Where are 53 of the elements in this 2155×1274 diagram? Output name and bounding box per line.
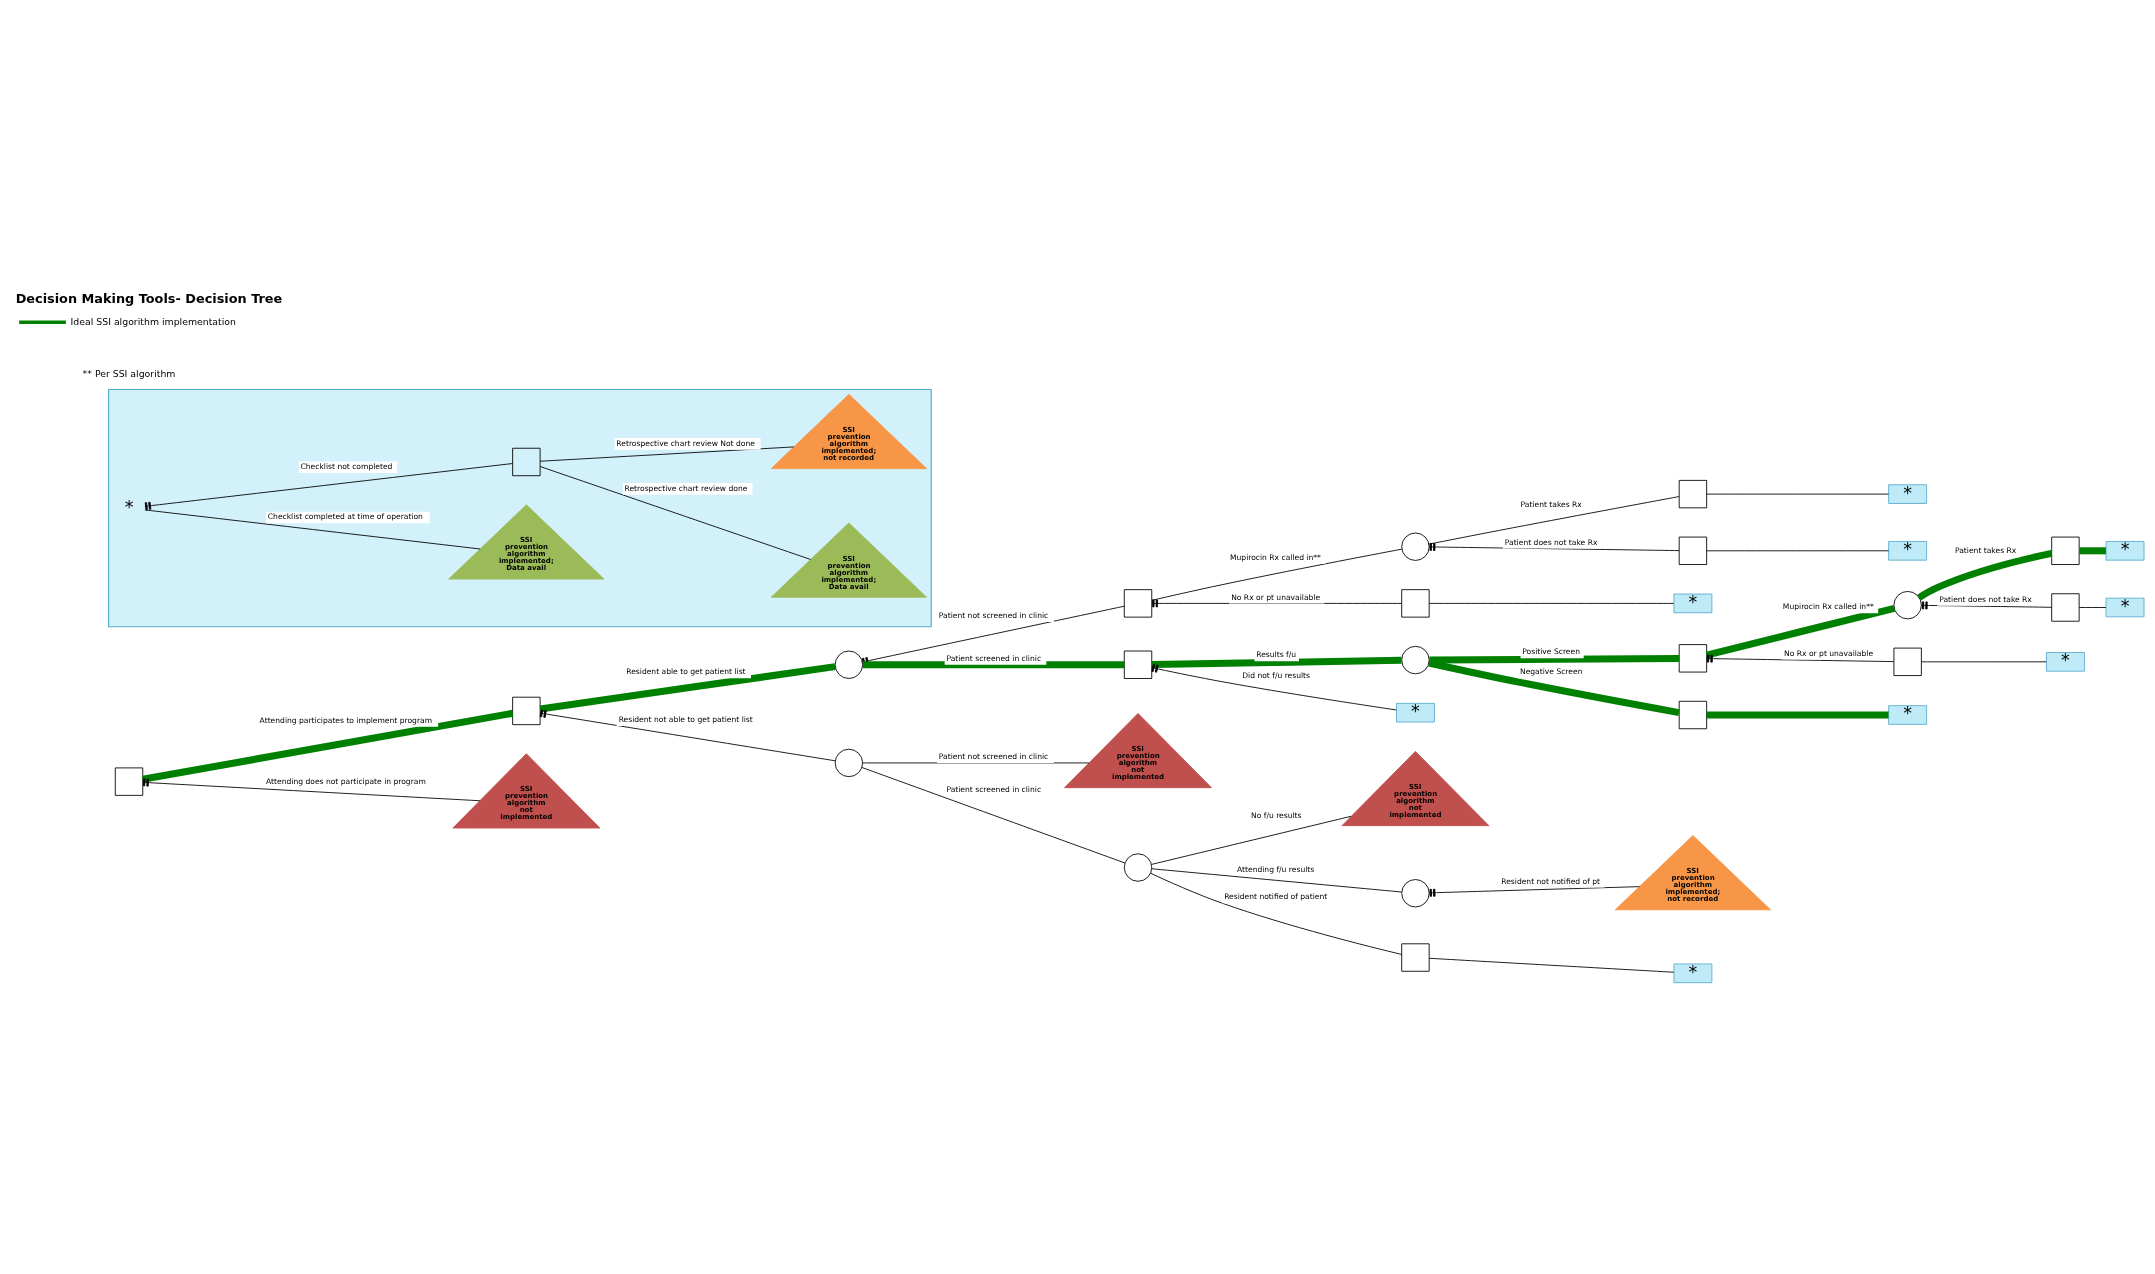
node-circle: [1893, 590, 1922, 620]
node-box: *: [1888, 541, 1928, 561]
node-circle: [1401, 645, 1430, 675]
connector: [1428, 886, 1640, 897]
node-box: *: [2105, 597, 2145, 618]
connector: [1429, 654, 1680, 664]
label: ** Per SSI algorithm: [82, 367, 176, 379]
connector: [1428, 602, 1675, 604]
connector: [539, 446, 795, 462]
connector: [1428, 957, 1675, 973]
node-box: [2051, 536, 2080, 565]
connector: [1428, 542, 1680, 552]
node-box: [1893, 647, 1922, 676]
connector: [1917, 550, 2053, 601]
connector: [1706, 711, 1889, 719]
connector: [1706, 550, 1889, 552]
node-box: [1678, 536, 1708, 565]
connector: [1428, 659, 1680, 717]
node-box: *: [1396, 702, 1435, 723]
node-box: *: [1673, 963, 1713, 984]
node-box: *: [1673, 593, 1713, 614]
diagram-title: Decision Making Tools- Decision Tree: [15, 291, 283, 307]
connector: [1151, 663, 1397, 711]
node-box: *: [2105, 541, 2145, 561]
node-box: [2051, 593, 2080, 622]
node-box: *: [1888, 705, 1928, 725]
node-circle: [834, 748, 864, 778]
cluster: [108, 388, 932, 628]
connector: [861, 767, 1126, 864]
node-text: *: [124, 496, 134, 517]
node-box: [1401, 943, 1430, 972]
connector: [862, 762, 1090, 764]
connector: [1921, 661, 2047, 663]
connector: [1150, 872, 1403, 955]
legend-label: Ideal SSI algorithm implementation: [70, 315, 237, 327]
node-box: [1401, 589, 1430, 618]
connector: [539, 709, 836, 762]
node-box: [512, 696, 541, 726]
connector: [2078, 607, 2107, 608]
connector: [142, 709, 514, 783]
node-box: [512, 447, 541, 477]
connector: [1706, 654, 1895, 663]
node-box: *: [1888, 484, 1928, 504]
node-box: *: [2046, 652, 2085, 672]
connector: [1151, 599, 1403, 608]
node-box: [1678, 700, 1708, 730]
connector: [1151, 815, 1352, 865]
node-box: [1123, 650, 1153, 679]
connector: [1706, 493, 1889, 495]
connector: [1151, 868, 1403, 893]
node-circle: [1123, 853, 1153, 882]
node-box: [1678, 479, 1708, 509]
connector: [539, 466, 812, 560]
